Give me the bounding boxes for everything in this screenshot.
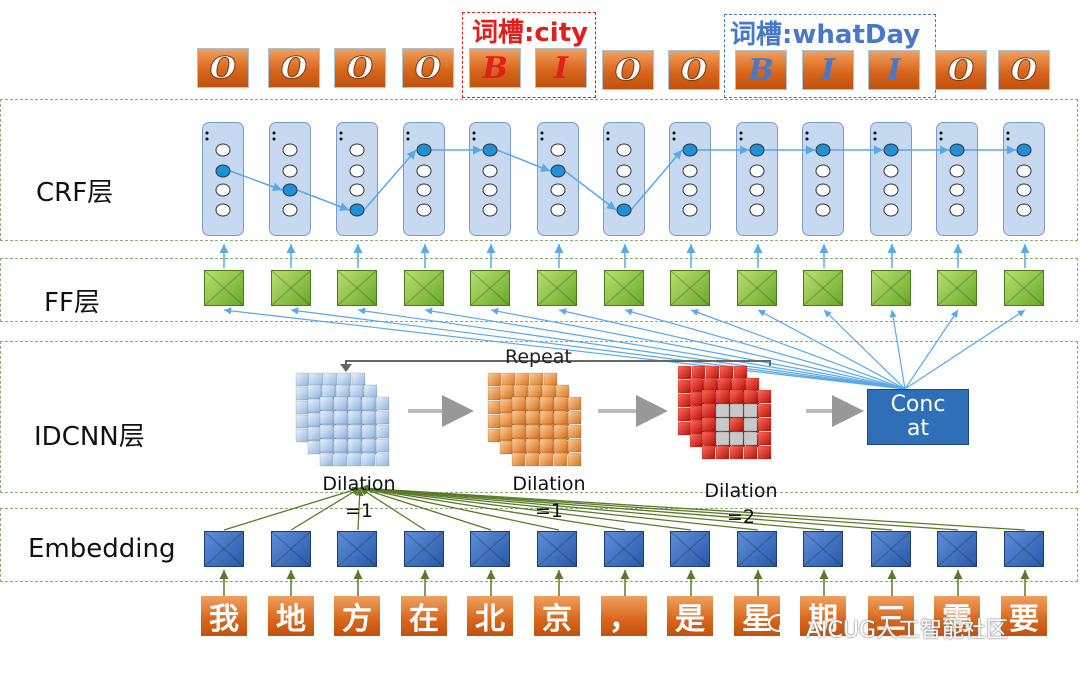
wechat-icon — [768, 614, 797, 636]
dilation-value-2: =1 — [534, 500, 563, 522]
crf-column — [202, 122, 244, 236]
input-token: 三 — [868, 596, 914, 637]
output-tag: O — [668, 50, 720, 90]
output-tag: O — [334, 48, 386, 88]
embedding-unit — [871, 531, 911, 567]
crf-column — [269, 122, 311, 236]
ff-unit — [204, 270, 244, 306]
crf-column — [403, 122, 445, 236]
embedding-unit — [404, 531, 444, 567]
embedding-unit — [271, 531, 311, 567]
embedding-unit — [604, 531, 644, 567]
output-tag: B — [469, 48, 521, 88]
output-tag: O — [402, 48, 454, 88]
ff-unit — [604, 270, 644, 306]
dilation-label-2: Dilation — [512, 473, 586, 495]
ff-unit — [271, 270, 311, 306]
ff-unit — [670, 270, 710, 306]
embedding-unit — [803, 531, 843, 567]
output-tag: I — [535, 48, 587, 88]
embedding-unit — [1004, 531, 1044, 567]
crf-column — [336, 122, 378, 236]
input-token: 京 — [534, 596, 580, 637]
embedding-unit — [937, 531, 977, 567]
dilation-value-1: =1 — [344, 500, 373, 522]
ff-unit — [737, 270, 777, 306]
ff-unit — [337, 270, 377, 306]
input-token: ， — [601, 596, 647, 637]
ff-unit — [537, 270, 577, 306]
crf-column — [537, 122, 579, 236]
embedding-unit — [204, 531, 244, 567]
crf-column — [802, 122, 844, 236]
idcnn-layer-label: IDCNN层 — [34, 422, 145, 452]
output-tag: O — [935, 50, 987, 90]
city-slot-frame — [462, 12, 596, 98]
crf-column — [1003, 122, 1045, 236]
embedding-unit — [737, 531, 777, 567]
crf-column — [936, 122, 978, 236]
input-token: 需 — [934, 596, 980, 637]
crf-layer-label: CRF层 — [36, 178, 114, 208]
ff-unit — [404, 270, 444, 306]
input-token: 北 — [467, 596, 513, 637]
embedding-unit — [537, 531, 577, 567]
embedding-unit — [470, 531, 510, 567]
ff-layer-label: FF层 — [44, 288, 100, 318]
output-tag: I — [868, 50, 920, 90]
ff-unit — [470, 270, 510, 306]
output-tag: O — [268, 48, 320, 88]
crf-column — [603, 122, 645, 236]
output-tag: O — [602, 50, 654, 90]
input-token: 在 — [401, 596, 447, 637]
watermark-text: AICUG人工智能社区 — [806, 618, 1009, 643]
embedding-unit — [337, 531, 377, 567]
ff-unit — [871, 270, 911, 306]
output-tag: I — [802, 50, 854, 90]
crf-column — [870, 122, 912, 236]
input-token: 要 — [1001, 596, 1047, 637]
ff-unit — [937, 270, 977, 306]
concat-block: Conc at — [867, 389, 969, 445]
whatday-slot-label: 词槽:whatDay — [730, 20, 921, 50]
dilation-label-1: Dilation — [322, 473, 396, 495]
concat-label-line1: Conc — [890, 392, 946, 417]
input-token: 地 — [268, 596, 314, 637]
output-tag: O — [998, 50, 1050, 90]
input-token: 期 — [800, 596, 846, 637]
concat-label-line2: at — [906, 416, 930, 441]
output-tag: O — [197, 48, 249, 88]
embedding-layer-label: Embedding — [28, 534, 176, 564]
dilation-value-3: =2 — [726, 506, 755, 528]
ff-unit — [803, 270, 843, 306]
dilation-label-3: Dilation — [704, 480, 778, 502]
crf-layer-frame — [0, 99, 1078, 241]
input-token: 方 — [334, 596, 380, 637]
crf-column — [669, 122, 711, 236]
output-tag: B — [735, 50, 787, 90]
repeat-label: Repeat — [505, 346, 572, 368]
city-slot-label: 词槽:city — [472, 18, 589, 48]
input-token: 我 — [201, 596, 247, 637]
input-token: 是 — [667, 596, 713, 637]
ff-unit — [1004, 270, 1044, 306]
crf-column — [736, 122, 778, 236]
crf-column — [469, 122, 511, 236]
embedding-unit — [670, 531, 710, 567]
